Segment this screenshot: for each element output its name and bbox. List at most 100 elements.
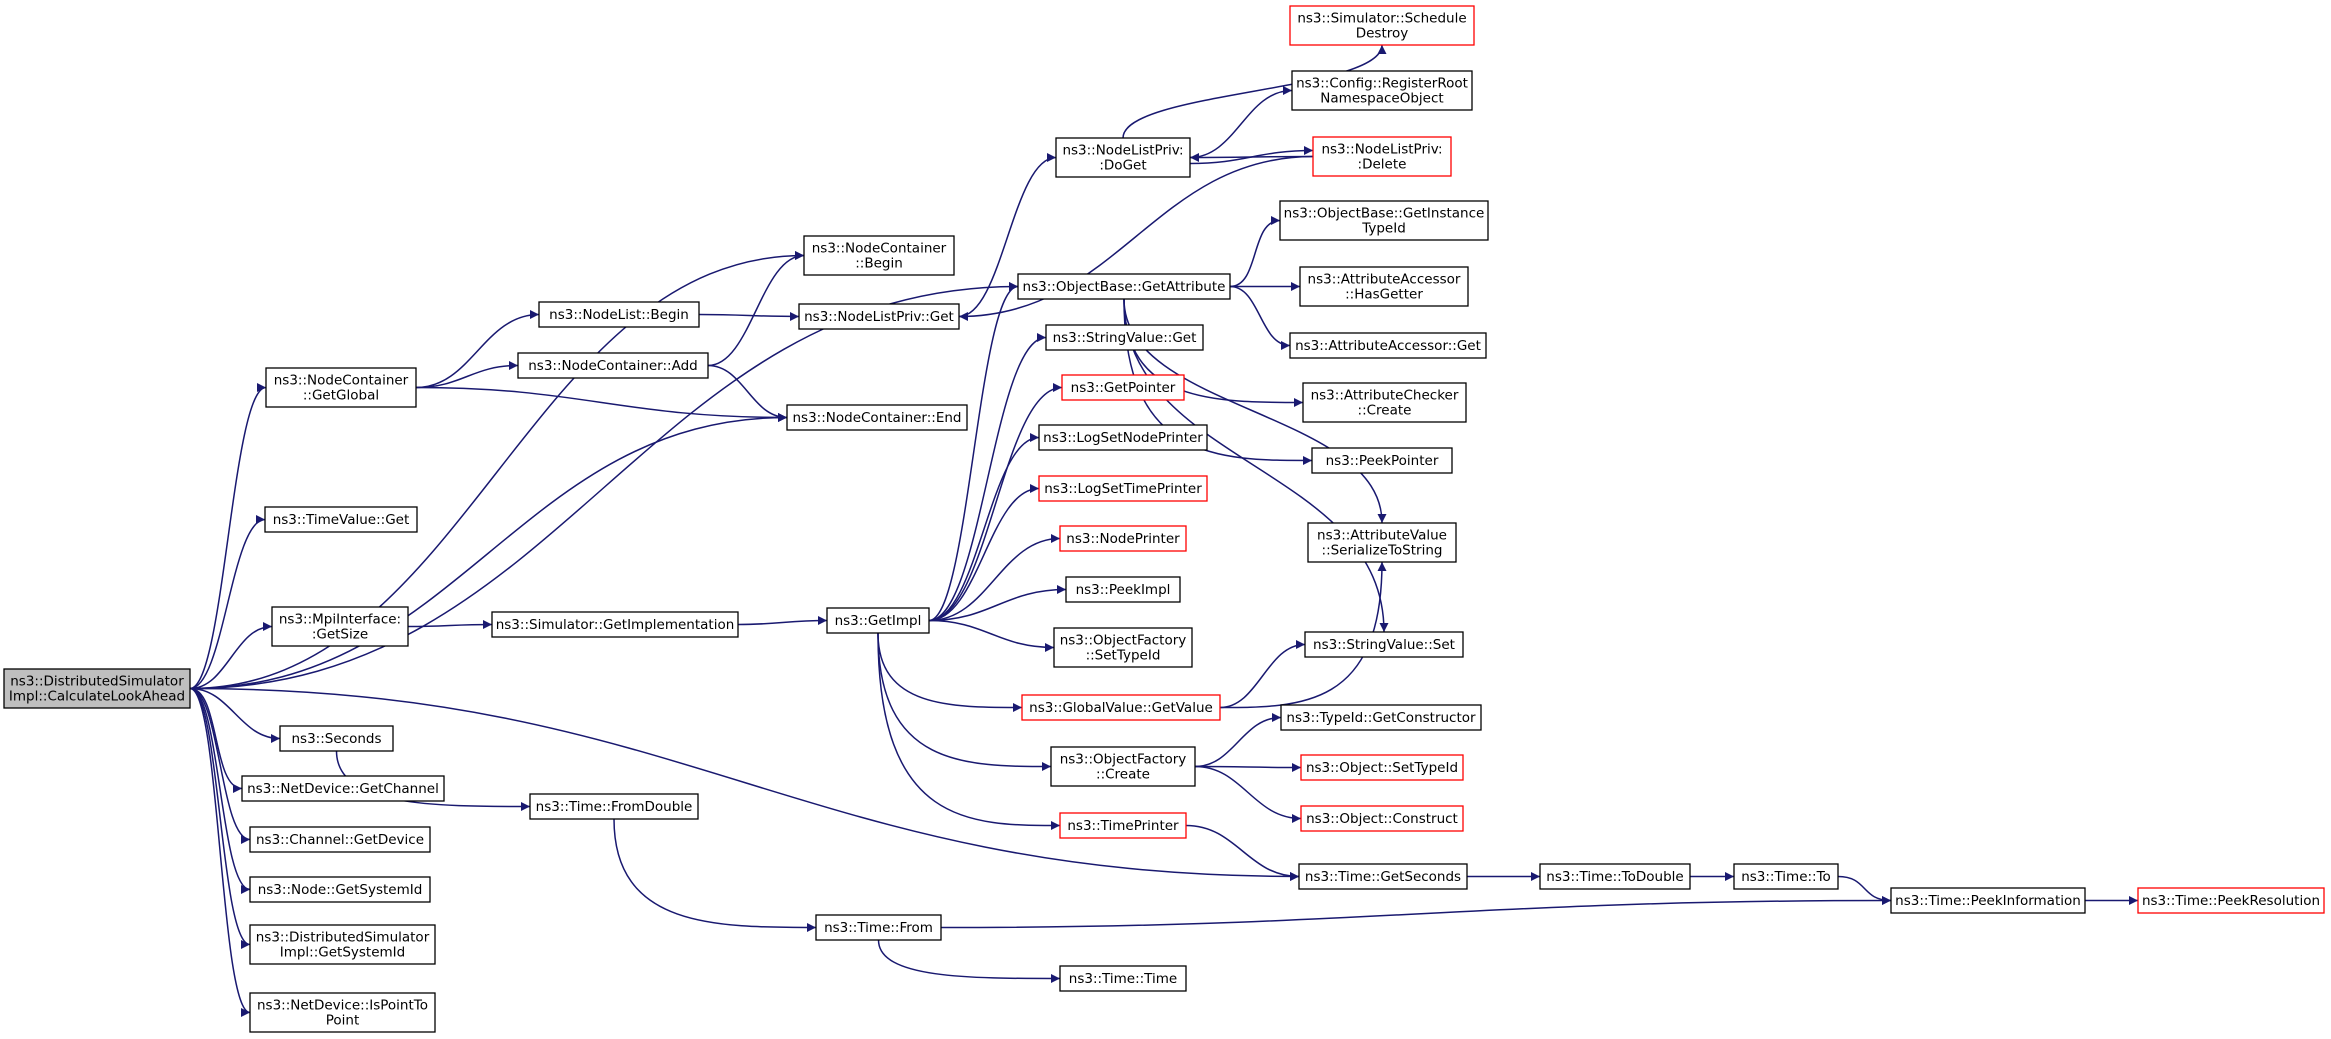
node-label-line: :GetSize: [312, 627, 368, 643]
node-box: [1053, 627, 1193, 668]
node-ob-getattr[interactable]: ns3::ObjectBase::GetAttribute: [1017, 273, 1231, 300]
node-label-line: ns3::AttributeValue: [1317, 528, 1447, 544]
node-label-line: ns3::NodeContainer: [812, 241, 947, 257]
node-sv-get[interactable]: ns3::StringValue::Get: [1045, 324, 1204, 351]
node-t-getseconds[interactable]: ns3::Time::GetSeconds: [1298, 863, 1468, 890]
node-logsetnodeprinter[interactable]: ns3::LogSetNodePrinter: [1038, 424, 1208, 451]
node-box: [1307, 522, 1457, 563]
node-sim-getimpl[interactable]: ns3::Simulator::GetImplementation: [491, 611, 739, 638]
node-peekpointer[interactable]: ns3::PeekPointer: [1311, 447, 1453, 474]
node-tv-get[interactable]: ns3::TimeValue::Get: [264, 506, 418, 533]
node-ac-create[interactable]: ns3::AttributeChecker::Create: [1302, 382, 1467, 423]
edge-getimpl-to-getpointer: [928, 383, 1063, 622]
node-label-line: ns3::StringValue::Get: [1053, 330, 1197, 346]
node-obj-construct[interactable]: ns3::Object::Construct: [1300, 805, 1464, 832]
node-label-line: :DoGet: [1099, 158, 1146, 174]
node-seconds[interactable]: ns3::Seconds: [279, 725, 394, 752]
node-label-line: ns3::Simulator::Schedule: [1297, 11, 1466, 27]
node-box: [271, 606, 409, 647]
edge-getimpl-to-nodeprinter: [928, 534, 1061, 622]
node-t-fromdouble[interactable]: ns3::Time::FromDouble: [529, 793, 699, 820]
node-obj-settypeid[interactable]: ns3::Object::SetTypeId: [1300, 754, 1464, 781]
node-label-line: ns3::ObjectFactory: [1060, 752, 1187, 768]
edge-getimpl-to-sv_get: [928, 333, 1047, 622]
node-t-todouble[interactable]: ns3::Time::ToDouble: [1539, 863, 1691, 890]
node-getimpl[interactable]: ns3::GetImpl: [826, 607, 930, 634]
node-nlp-doget[interactable]: ns3::NodeListPriv::DoGet: [1055, 137, 1191, 178]
node-label-line: ns3::Object::SetTypeId: [1306, 760, 1458, 776]
node-logsettimeprinter[interactable]: ns3::LogSetTimePrinter: [1038, 475, 1208, 502]
node-nc-getglobal[interactable]: ns3::NodeContainer::GetGlobal: [265, 367, 417, 408]
node-box: [1304, 631, 1464, 658]
edge-t_from-to-t_peekinfo: [940, 896, 1892, 929]
node-box: [279, 725, 394, 752]
node-t-time[interactable]: ns3::Time::Time: [1059, 965, 1187, 992]
node-mpi-getsize[interactable]: ns3::MpiInterface::GetSize: [271, 606, 409, 647]
node-of-settypeid[interactable]: ns3::ObjectFactory::SetTypeId: [1053, 627, 1193, 668]
node-label-line: ns3::AttributeAccessor::Get: [1295, 338, 1481, 354]
node-box: [798, 303, 960, 330]
node-box: [1061, 374, 1185, 401]
node-nlp-delete[interactable]: ns3::NodeListPriv::Delete: [1312, 136, 1452, 177]
node-tid-getctor[interactable]: ns3::TypeId::GetConstructor: [1280, 704, 1482, 731]
node-box: [265, 367, 417, 408]
edge-nc_getglobal-to-nl_begin: [415, 310, 540, 389]
node-t-from[interactable]: ns3::Time::From: [815, 914, 942, 941]
node-peekimpl[interactable]: ns3::PeekImpl: [1065, 576, 1181, 603]
node-nc-begin[interactable]: ns3::NodeContainer::Begin: [803, 235, 955, 276]
node-box: [1045, 324, 1204, 351]
node-label-line: ns3::GetPointer: [1071, 380, 1176, 396]
edge-getimpl-to-peekimpl: [928, 585, 1067, 622]
node-box: [1890, 887, 2086, 914]
node-box: [1055, 137, 1191, 178]
node-box: [1279, 200, 1489, 241]
node-node-getsysid[interactable]: ns3::Node::GetSystemId: [249, 876, 431, 903]
edge-root-to-ch_getdevice: [189, 687, 251, 844]
node-label-line: ns3::NodeListPriv::Get: [804, 309, 954, 325]
node-nc-end[interactable]: ns3::NodeContainer::End: [786, 404, 968, 431]
edge-nlp_delete-to-nlp_get: [958, 155, 1314, 321]
node-label-line: ns3::AttributeChecker: [1311, 388, 1459, 404]
node-root[interactable]: ns3::DistributedSimulatorImpl::Calculate…: [3, 668, 191, 709]
node-label-line: ns3::Object::Construct: [1306, 811, 1458, 827]
node-label-line: ns3::GetImpl: [835, 613, 922, 629]
node-box: [1300, 754, 1464, 781]
node-nd-getchannel[interactable]: ns3::NetDevice::GetChannel: [241, 775, 445, 802]
node-label-line: ns3::ObjectFactory: [1060, 633, 1187, 649]
node-aa-get[interactable]: ns3::AttributeAccessor::Get: [1289, 332, 1487, 359]
edge-nc_add-to-nc_begin: [707, 251, 805, 367]
node-nodeprinter[interactable]: ns3::NodePrinter: [1059, 525, 1187, 552]
node-of-create[interactable]: ns3::ObjectFactory::Create: [1050, 746, 1196, 787]
node-nlp-get[interactable]: ns3::NodeListPriv::Get: [798, 303, 960, 330]
node-box: [491, 611, 739, 638]
node-dsi-getsysid[interactable]: ns3::DistributedSimulatorImpl::GetSystem…: [249, 924, 436, 965]
node-timeprinter[interactable]: ns3::TimePrinter: [1059, 812, 1187, 839]
node-aa-hasgetter[interactable]: ns3::AttributeAccessor::HasGetter: [1299, 266, 1469, 307]
node-box: [1300, 805, 1464, 832]
edge-nl_begin-to-nlp_get: [698, 311, 800, 321]
node-t-to[interactable]: ns3::Time::To: [1733, 863, 1839, 890]
node-ch-getdevice[interactable]: ns3::Channel::GetDevice: [249, 826, 431, 853]
node-t-peekinfo[interactable]: ns3::Time::PeekInformation: [1890, 887, 2086, 914]
node-label-line: ns3::PeekImpl: [1076, 582, 1171, 598]
node-sv-set[interactable]: ns3::StringValue::Set: [1304, 631, 1464, 658]
node-gv-getvalue[interactable]: ns3::GlobalValue::GetValue: [1021, 694, 1221, 721]
node-nc-add[interactable]: ns3::NodeContainer::Add: [517, 352, 709, 379]
edge-nlp_doget-to-sim_scheddestroy: [1122, 44, 1387, 139]
node-label-line: ns3::Time::GetSeconds: [1305, 869, 1461, 885]
node-label-line: NamespaceObject: [1320, 91, 1443, 107]
node-nl-begin[interactable]: ns3::NodeList::Begin: [538, 301, 700, 328]
node-av-serialize[interactable]: ns3::AttributeValue::SerializeToString: [1307, 522, 1457, 563]
node-t-peekres[interactable]: ns3::Time::PeekResolution: [2137, 887, 2325, 914]
node-label-line: ns3::LogSetTimePrinter: [1044, 481, 1202, 497]
node-box: [1059, 812, 1187, 839]
node-box: [1021, 694, 1221, 721]
edge-root-to-mpi_getsize: [189, 622, 273, 690]
node-label-line: ::Create: [1096, 767, 1150, 783]
node-getpointer[interactable]: ns3::GetPointer: [1061, 374, 1185, 401]
edge-getimpl-to-ob_getattr: [928, 282, 1019, 622]
